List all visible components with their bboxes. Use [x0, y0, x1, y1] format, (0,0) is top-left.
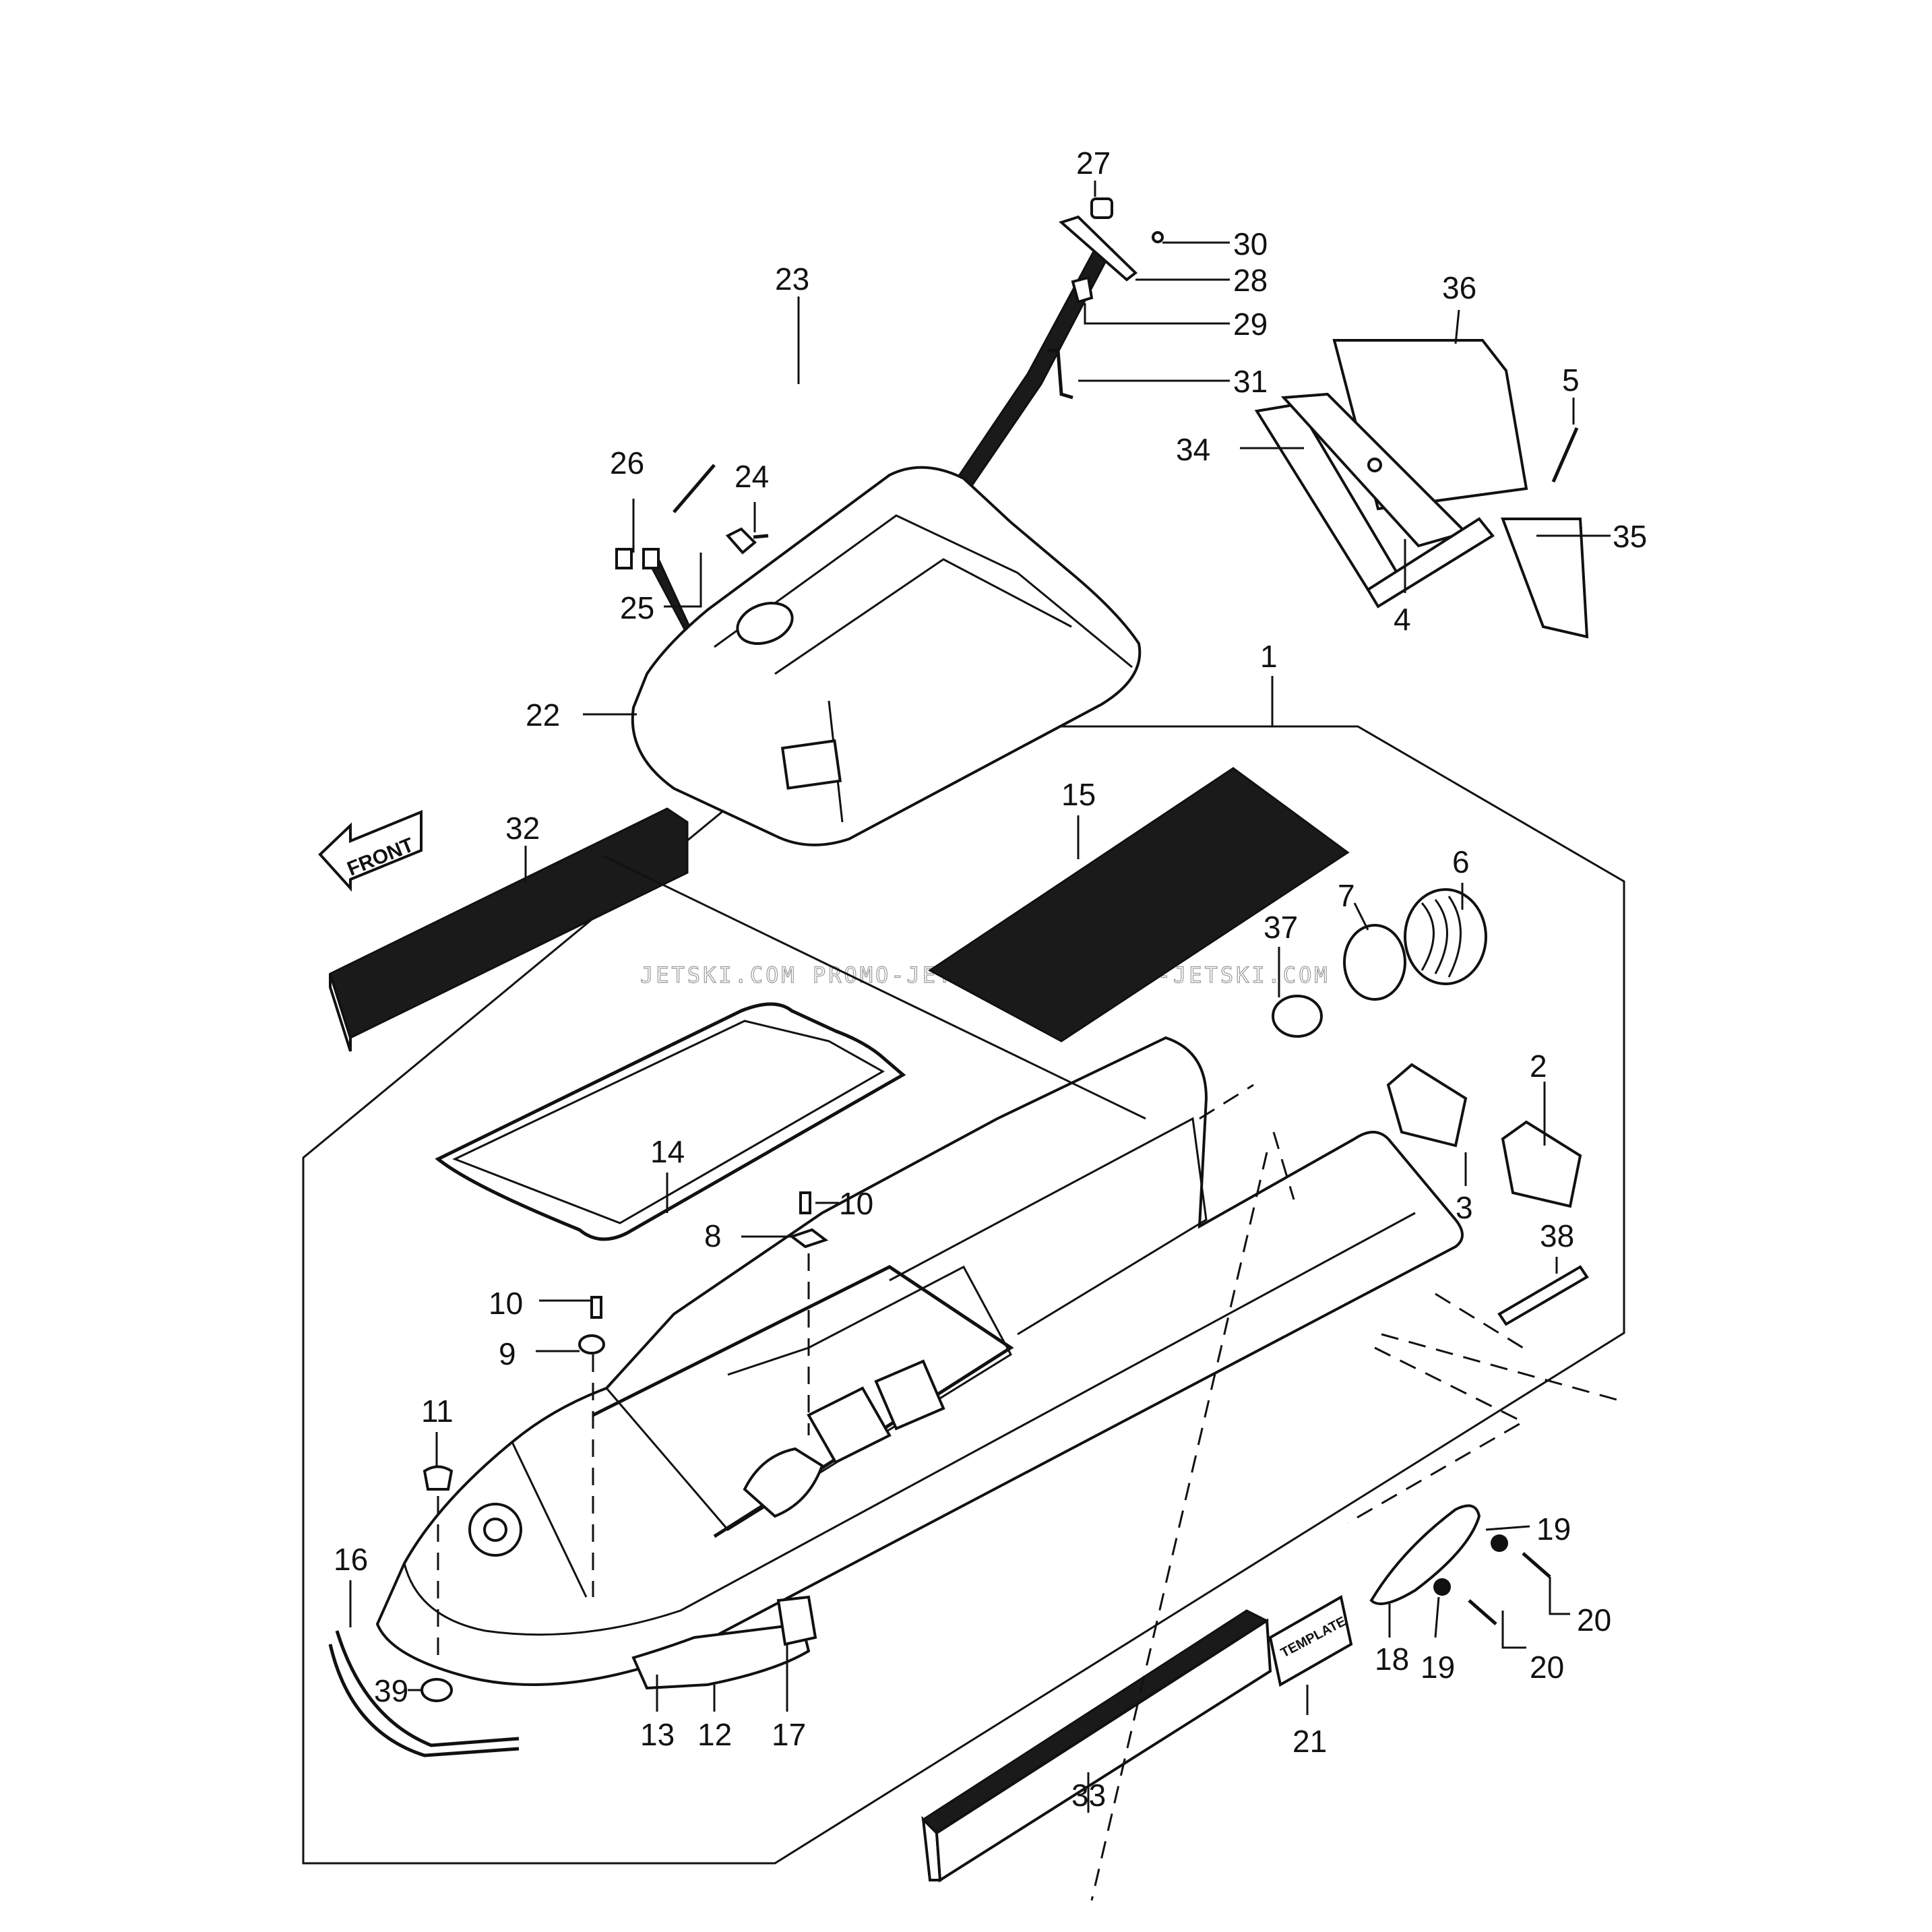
- callout-13: 13: [640, 1717, 675, 1752]
- side-mat-left: [329, 807, 689, 1052]
- latch-hardware: [1048, 197, 1164, 400]
- callout-3: 3: [1456, 1190, 1473, 1225]
- bracket-17: [776, 1595, 817, 1646]
- callout-27: 27: [1076, 146, 1111, 181]
- callout-36: 36: [1442, 270, 1476, 305]
- cap: [1272, 995, 1323, 1038]
- hose-16b: [328, 1644, 520, 1757]
- bumper-12: [631, 1622, 811, 1690]
- callout-19b: 19: [1421, 1650, 1455, 1685]
- clip-8: [788, 1228, 829, 1249]
- bar-38: [1497, 1265, 1589, 1326]
- callout-28: 28: [1233, 263, 1268, 298]
- hull-body: [375, 1036, 1464, 1686]
- callout-6: 6: [1452, 844, 1470, 879]
- callout-5: 5: [1562, 363, 1580, 398]
- plug-11: [423, 1465, 454, 1491]
- callout-22: 22: [526, 697, 560, 733]
- bolt-10a: [590, 1296, 602, 1319]
- callout-21: 21: [1292, 1724, 1327, 1759]
- callout-4: 4: [1394, 602, 1411, 637]
- callout-8: 8: [704, 1218, 722, 1253]
- front-arrow: FRONT: [318, 810, 423, 892]
- template-decal: TEMPLATE: [1268, 1594, 1353, 1687]
- duct-3: [1386, 1063, 1468, 1148]
- callout-7: 7: [1338, 878, 1355, 913]
- callout-34: 34: [1176, 432, 1210, 467]
- leader-lines: [349, 181, 1611, 1813]
- callout-31: 31: [1233, 364, 1268, 399]
- callout-25: 25: [620, 590, 654, 625]
- hose-16: [335, 1630, 520, 1747]
- callout-29: 29: [1233, 307, 1268, 342]
- callout-16: 16: [334, 1542, 368, 1577]
- callout-26: 26: [610, 445, 644, 480]
- callout-14: 14: [650, 1134, 685, 1169]
- callout-9: 9: [499, 1336, 516, 1371]
- side-mat-right-back: [935, 1618, 1272, 1883]
- nut-19a: [1491, 1534, 1508, 1552]
- callout-numbers: 1 2 3 4 5 6 7 8 9 10 10 11 12 13 14 15 1…: [334, 146, 1647, 1813]
- callout-11: 11: [421, 1394, 454, 1429]
- callout-12: 12: [697, 1717, 732, 1752]
- fin-18: [1369, 1504, 1481, 1605]
- callout-1: 1: [1260, 639, 1278, 674]
- callout-20b: 20: [1530, 1650, 1564, 1685]
- hood-gasket: [435, 1002, 906, 1241]
- callout-19a: 19: [1536, 1512, 1571, 1547]
- vent-panels: [1254, 339, 1589, 639]
- deck-mat: [928, 767, 1350, 1042]
- bolt-10b: [799, 1191, 811, 1214]
- callout-37: 37: [1264, 910, 1298, 945]
- nut-19b: [1433, 1578, 1451, 1596]
- boot: [1404, 888, 1487, 985]
- callout-33: 33: [1071, 1778, 1106, 1813]
- callout-2: 2: [1530, 1049, 1547, 1084]
- screw-20b: [1468, 1599, 1497, 1625]
- callout-38: 38: [1540, 1218, 1574, 1253]
- callout-17: 17: [772, 1717, 806, 1752]
- hood-cover: [631, 466, 1142, 846]
- callout-10b: 10: [489, 1286, 523, 1321]
- callout-35: 35: [1613, 519, 1647, 554]
- callout-10a: 10: [839, 1186, 873, 1221]
- hood-clips: [615, 527, 769, 569]
- callout-23: 23: [775, 261, 809, 297]
- ring: [1343, 924, 1406, 1001]
- boot-ribs: [1421, 896, 1462, 978]
- callout-20a: 20: [1577, 1602, 1611, 1638]
- callout-32: 32: [505, 811, 540, 846]
- nut-9: [578, 1334, 605, 1354]
- callout-15: 15: [1061, 777, 1096, 812]
- callout-24: 24: [735, 459, 769, 494]
- callout-18: 18: [1375, 1642, 1409, 1677]
- plug-39: [420, 1678, 453, 1702]
- screw-20a: [1522, 1552, 1551, 1578]
- handle-strap-lower: [673, 464, 716, 513]
- callout-30: 30: [1233, 226, 1268, 261]
- hood-gasket-inner: [452, 1020, 885, 1224]
- callout-39: 39: [374, 1673, 408, 1708]
- duct-2: [1501, 1120, 1582, 1208]
